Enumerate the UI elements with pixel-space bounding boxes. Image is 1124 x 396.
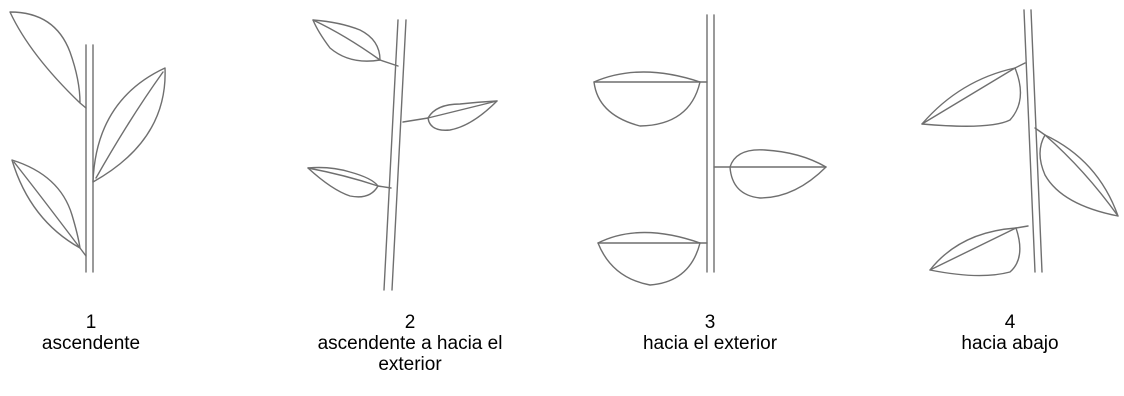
figure-number: 4 — [1004, 312, 1016, 333]
figure-caption-1: 1 ascendente — [6, 312, 176, 354]
figure-label: hacia el exterior — [642, 333, 778, 354]
figure-caption-4: 4 hacia abajo — [895, 312, 1124, 354]
figure-label: ascendente — [41, 333, 141, 354]
figure-number: 1 — [85, 312, 97, 333]
leaf — [9, 11, 87, 109]
leaf-midrib — [921, 67, 1016, 125]
leaf — [921, 67, 1022, 127]
stem — [1030, 9, 1043, 273]
leaf-petiole — [402, 117, 429, 123]
figure-label: hacia abajo — [961, 333, 1059, 354]
figure-caption-3: 3 hacia el exterior — [560, 312, 860, 354]
stem — [391, 19, 407, 291]
leaf-midrib — [312, 19, 381, 61]
leaf-midrib — [307, 167, 379, 187]
leaf-midrib — [1044, 134, 1119, 217]
leaf — [929, 227, 1021, 277]
leaf-petiole — [1015, 225, 1029, 229]
leaf — [597, 231, 701, 286]
leaf — [11, 159, 87, 257]
leaf-midrib — [427, 100, 498, 119]
leaves-ascending-icon — [9, 11, 166, 273]
figure-number: 2 — [404, 312, 416, 333]
leaf-petiole — [1034, 127, 1046, 136]
leaf — [729, 149, 827, 199]
leaf-petiole — [379, 59, 399, 67]
leaf-midrib — [929, 227, 1017, 271]
leaf — [312, 19, 381, 62]
leaf-midrib — [95, 71, 164, 179]
leaves-outward-icon — [593, 14, 827, 286]
stem — [1023, 9, 1036, 273]
leaves-ascending-outward-icon — [307, 19, 498, 291]
figure-number: 3 — [704, 312, 716, 333]
leaf — [1039, 134, 1119, 217]
stem — [383, 19, 399, 291]
figure-label: ascendente a hacia el exterior — [317, 333, 503, 375]
leaves-downward-icon — [921, 9, 1119, 277]
figure-caption-2: 2 ascendente a hacia el exterior — [245, 312, 575, 375]
leaf-petiole — [1014, 62, 1026, 69]
leaf — [593, 71, 701, 127]
leaf-midrib — [13, 161, 81, 249]
leaf — [92, 67, 166, 183]
leaf-petiole — [377, 185, 392, 189]
